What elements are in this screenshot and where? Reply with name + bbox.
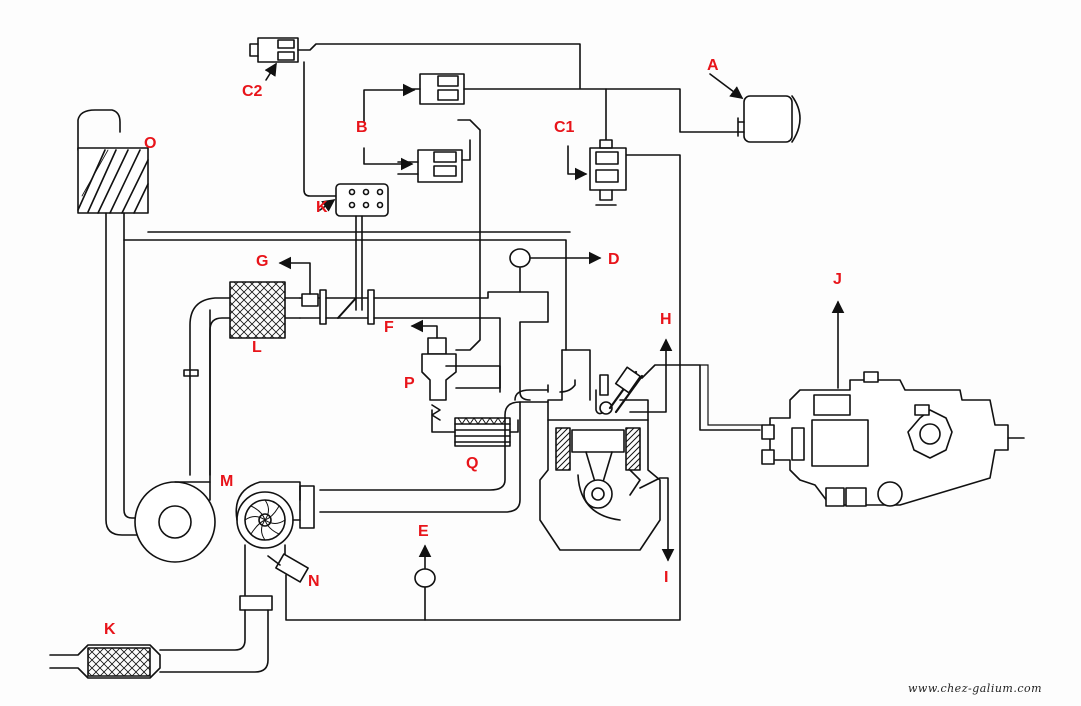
vacuum-hose bbox=[123, 231, 571, 351]
intercooler bbox=[229, 281, 301, 339]
label-m: M bbox=[220, 473, 234, 490]
label-q: Q bbox=[466, 455, 479, 472]
label-g: G bbox=[256, 253, 269, 270]
injection-pump bbox=[761, 300, 1025, 507]
label-j: J bbox=[833, 271, 842, 288]
label-f: F bbox=[384, 319, 394, 336]
label-i: I bbox=[664, 569, 669, 586]
label-d: D bbox=[608, 251, 620, 268]
label-p: P bbox=[404, 375, 415, 392]
solenoid-c1 bbox=[567, 88, 627, 206]
label-o: O bbox=[144, 135, 157, 152]
turbo-turbine bbox=[159, 481, 301, 673]
catalytic-converter bbox=[49, 644, 161, 679]
label-e: E bbox=[418, 523, 429, 540]
label-n: N bbox=[308, 573, 320, 590]
boost-sensor-e bbox=[414, 544, 436, 621]
solenoid-b-lower bbox=[363, 139, 471, 183]
control-module-k bbox=[319, 183, 389, 311]
pressure-sensor bbox=[509, 248, 602, 293]
label-a: A bbox=[707, 57, 719, 74]
egr-valve bbox=[410, 119, 501, 421]
air-filter bbox=[77, 109, 149, 214]
solenoid-b-upper bbox=[363, 73, 739, 133]
turbo-compressor bbox=[134, 297, 231, 563]
vacuum-actuator-a bbox=[709, 73, 801, 143]
label-c1: C1 bbox=[554, 119, 575, 136]
intake-manifold-pipe bbox=[299, 289, 549, 401]
watermark: www.chez-galium.com bbox=[908, 682, 1043, 695]
intake-duct bbox=[105, 212, 161, 536]
label-k-top: K bbox=[316, 199, 328, 216]
label-k-bottom: K bbox=[104, 621, 116, 638]
wastegate-actuator bbox=[267, 154, 681, 621]
exhaust-manifold bbox=[299, 379, 576, 529]
engine-block bbox=[539, 338, 761, 562]
solenoid-c2 bbox=[249, 37, 581, 197]
temperature-sensor-g bbox=[278, 256, 311, 295]
label-l: L bbox=[252, 339, 262, 356]
label-c2: C2 bbox=[242, 83, 263, 100]
label-b: B bbox=[356, 119, 368, 136]
egr-cooler bbox=[431, 409, 519, 447]
label-h: H bbox=[660, 311, 672, 328]
